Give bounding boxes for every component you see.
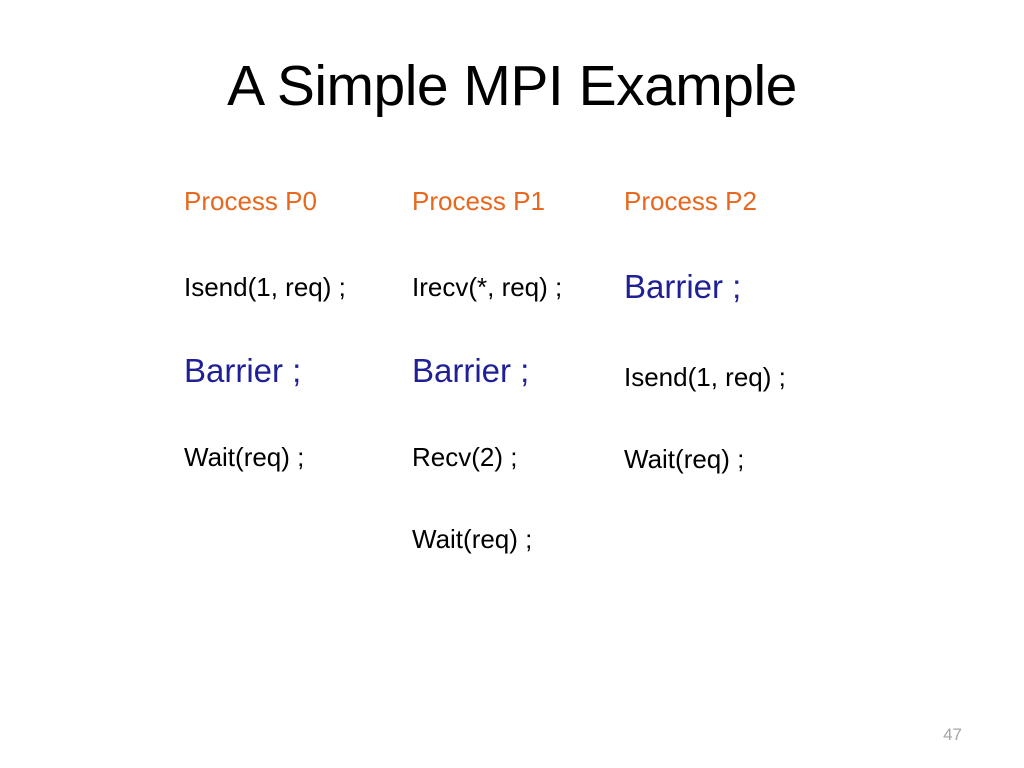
statement-p0-3: Wait(req) ; [184, 442, 305, 472]
page-number: 47 [943, 725, 962, 744]
statement-p1-4: Wait(req) ; [412, 524, 533, 554]
statement-p1-3: Recv(2) ; [412, 442, 518, 472]
statement-p0-1: Isend(1, req) ; [184, 272, 346, 302]
statement-p1-1: Irecv(*, req) ; [412, 272, 563, 302]
page-title: A Simple MPI Example [227, 54, 797, 118]
process-column-header-p1: Process P1 [412, 186, 545, 216]
process-column-header-p2: Process P2 [624, 186, 757, 216]
statement-p0-2-barrier: Barrier ; [184, 352, 302, 389]
statement-p2-1-barrier: Barrier ; [624, 268, 742, 305]
process-column-header-p0: Process P0 [184, 186, 317, 216]
statement-p2-2: Isend(1, req) ; [624, 362, 786, 392]
process-column-p2: Process P2 Barrier ; Isend(1, req) ; Wai… [624, 186, 874, 474]
statement-p2-3: Wait(req) ; [624, 444, 745, 474]
statement-p1-2-barrier: Barrier ; [412, 352, 530, 389]
process-column-p1: Process P1 Irecv(*, req) ; Barrier ; Rec… [412, 186, 618, 554]
process-column-p0: Process P0 Isend(1, req) ; Barrier ; Wai… [184, 186, 406, 472]
